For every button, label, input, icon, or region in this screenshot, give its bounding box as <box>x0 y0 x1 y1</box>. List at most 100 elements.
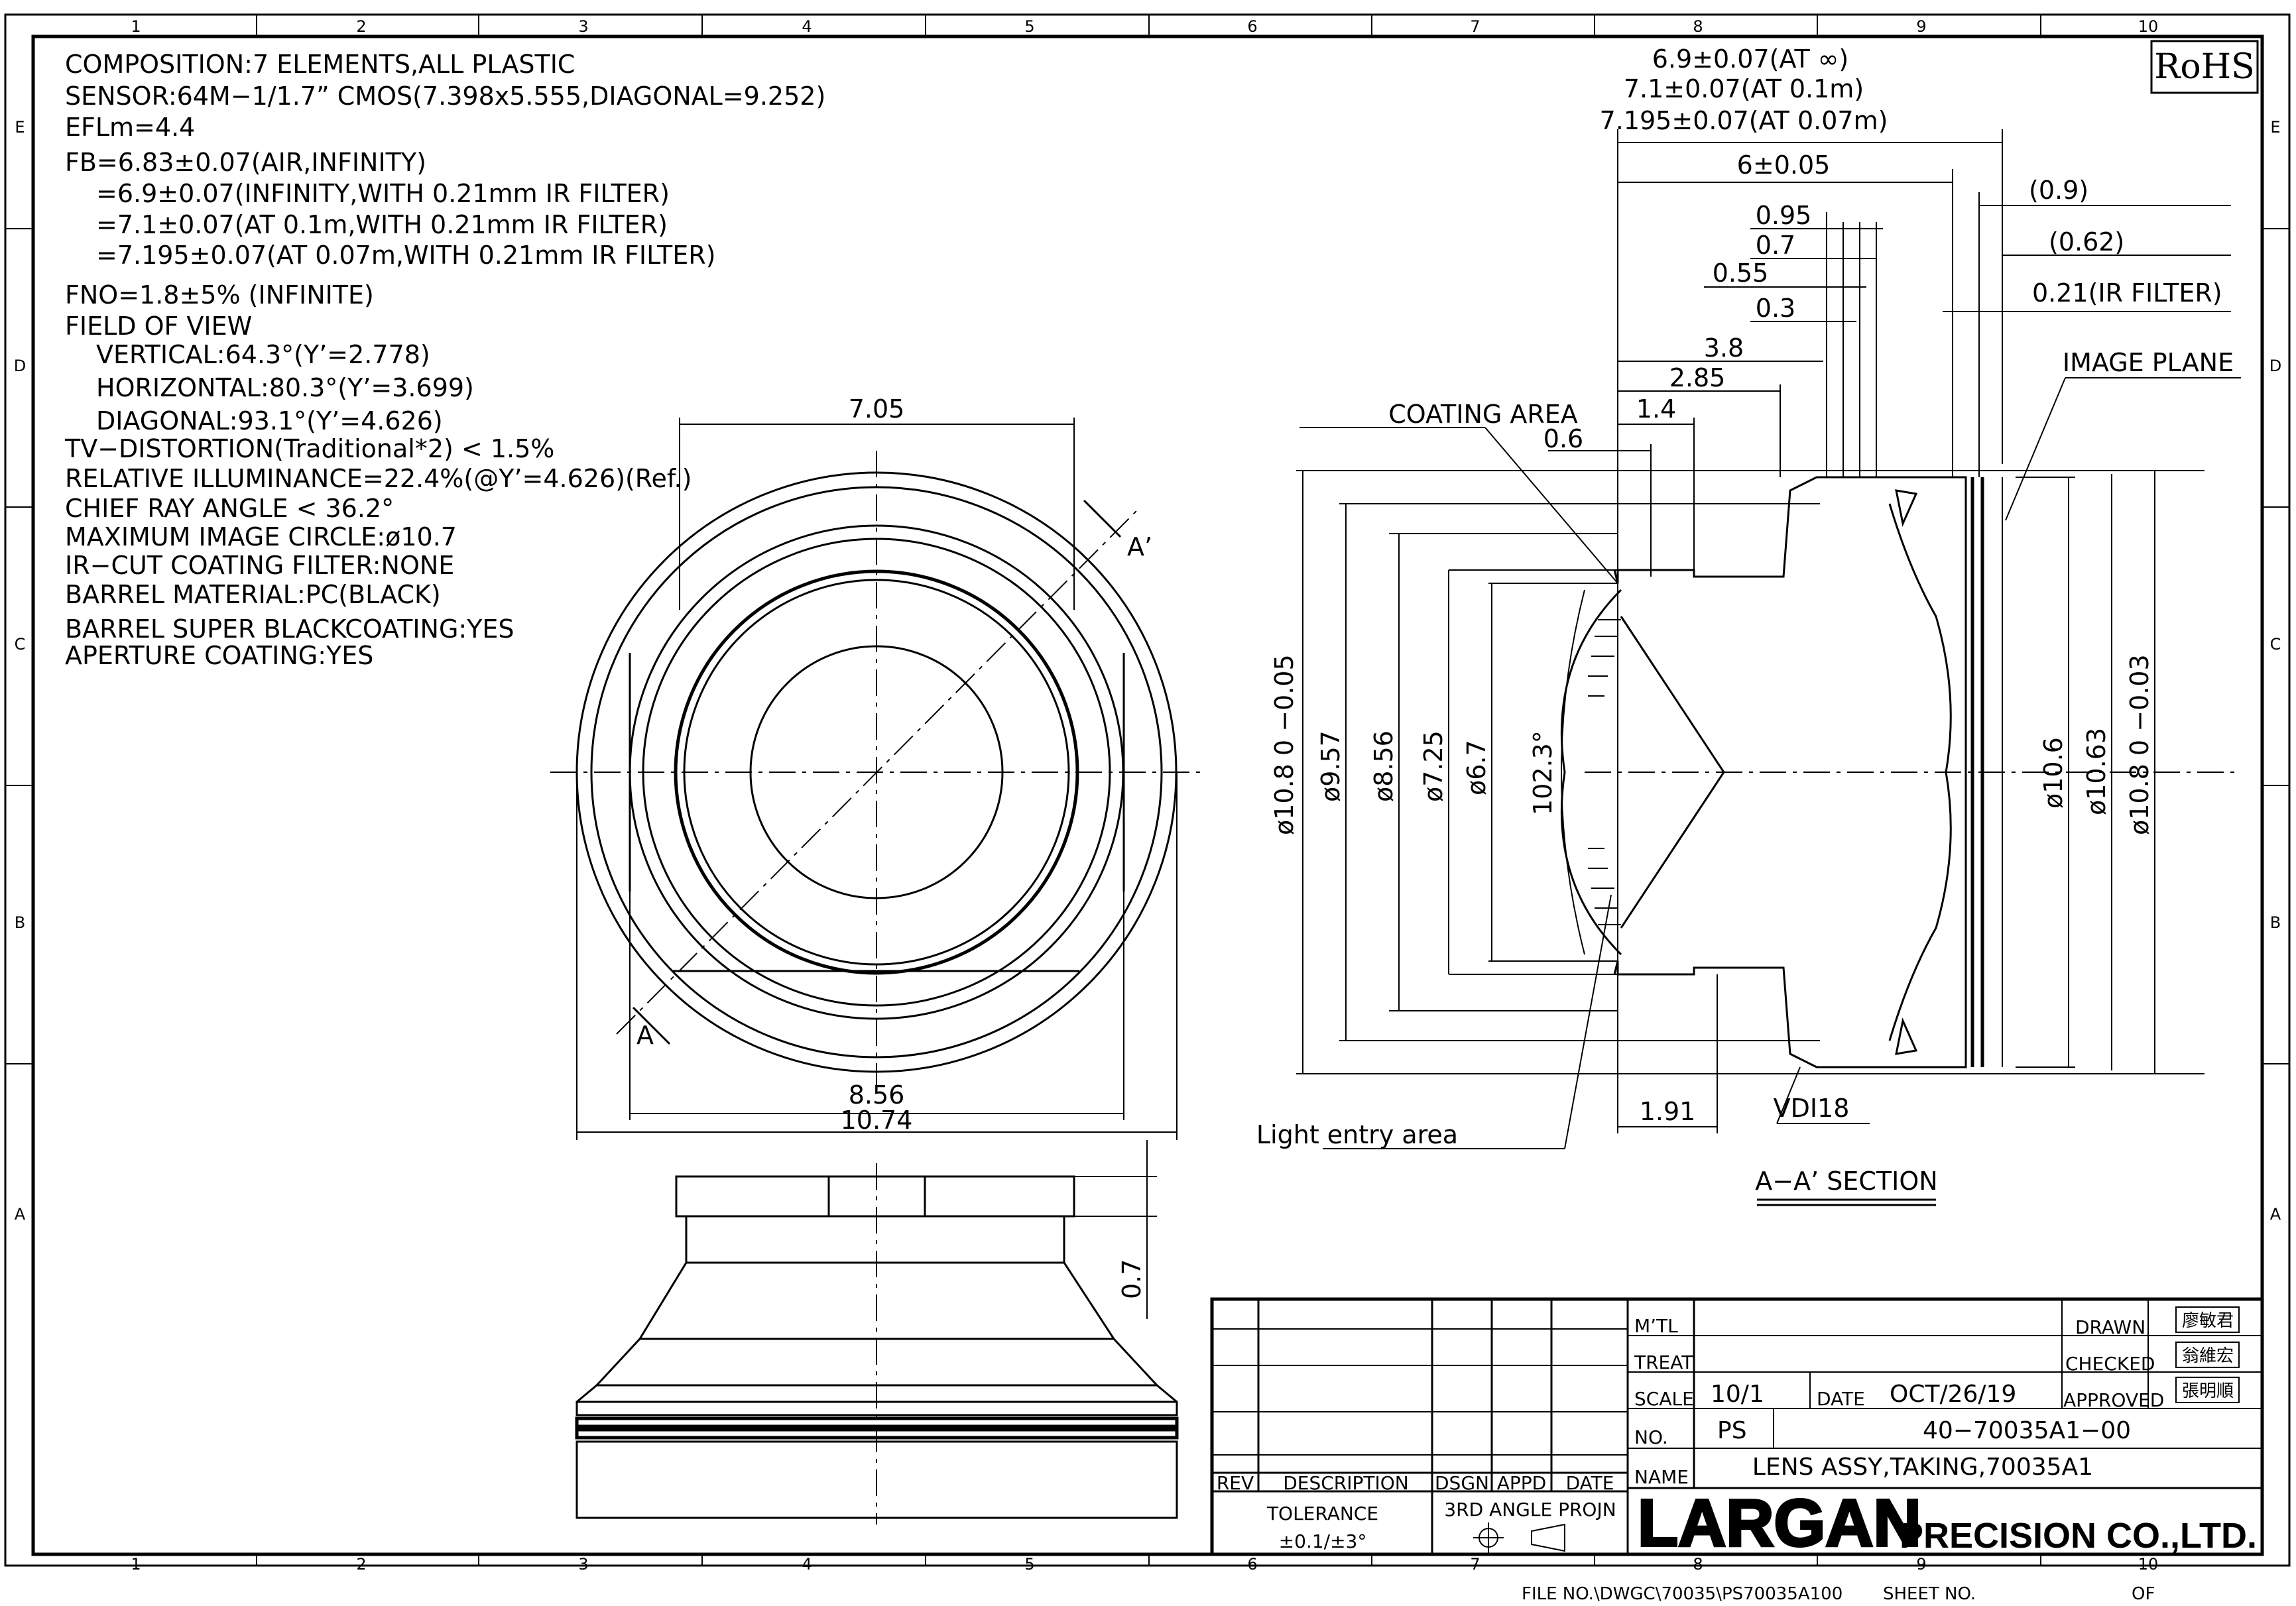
zone-col-9-top: 9 <box>1916 17 1926 36</box>
zone-row-c-right: C <box>2270 635 2281 654</box>
projection-cone-icon <box>1531 1523 1565 1552</box>
rohs-badge <box>2150 40 2259 94</box>
light-entry-label: Light entry area <box>1256 1120 1458 1149</box>
spec-line: =7.1±0.07(AT 0.1m,WITH 0.21mm IR FILTER) <box>96 210 668 239</box>
front-view: A A’ 7.05 8.56 10.74 <box>550 394 1203 1140</box>
section-mark-a: A <box>636 1021 654 1050</box>
file-no: FILE NO.\DWGC\70035\PS70035A100 <box>1522 1584 1843 1604</box>
dim-0-7: 0.7 <box>1117 1259 1146 1299</box>
signature-checked <box>2175 1342 2240 1368</box>
spec-line: TV−DISTORTION(Traditional*2) < 1.5% <box>64 434 554 463</box>
zone-col-7-top: 7 <box>1470 17 1480 36</box>
spec-line: COMPOSITION:7 ELEMENTS,ALL PLASTIC <box>65 50 575 79</box>
tb-tolerance: TOLERANCE <box>1266 1503 1378 1524</box>
section-mark-a-prime: A’ <box>1127 532 1152 561</box>
tb-projection: 3RD ANGLE PROJN <box>1444 1499 1616 1520</box>
company-name: PRECISION CO.,LTD. <box>1900 1516 2257 1556</box>
spec-line: FB=6.83±0.07(AIR,INFINITY) <box>65 148 426 177</box>
zone-col-2-bottom: 2 <box>356 1555 366 1574</box>
zone-row-c-left: C <box>15 635 26 654</box>
tb-date-value: OCT/26/19 <box>1890 1381 2016 1408</box>
section-title: A−A’ SECTION <box>1755 1167 1937 1196</box>
tb-no: NO. <box>1634 1426 1668 1448</box>
sheet-of: OF <box>2132 1584 2155 1604</box>
dim-6: 6±0.05 <box>1737 150 1831 180</box>
signature-drawn <box>2175 1306 2240 1333</box>
tb-scale-value: 10/1 <box>1711 1381 1764 1408</box>
zone-row-d-right: D <box>2269 357 2281 375</box>
spec-line: VERTICAL:64.3°(Y’=2.778) <box>96 340 430 369</box>
zone-row-b-left: B <box>15 913 25 932</box>
zone-col-1-bottom: 1 <box>131 1555 141 1574</box>
dia-10-6: ø10.6 <box>2039 737 2068 809</box>
title-block: REV DESCRIPTION DSGN APPD DATE TOLERANCE… <box>1210 1297 2264 1562</box>
signature-approved <box>2175 1377 2240 1403</box>
zone-col-9-bottom: 9 <box>1916 1555 1926 1574</box>
zone-col-8-bottom: 8 <box>1693 1555 1703 1574</box>
dia-8-56: ø8.56 <box>1369 730 1398 802</box>
tb-no-value: 40−70035A1−00 <box>1923 1417 2131 1444</box>
spec-line: SENSOR:64M−1/1.7” CMOS(7.398x5.555,DIAGO… <box>65 82 825 111</box>
dim-0-9: (0.9) <box>2029 176 2088 205</box>
section-view: 6.9±0.07(AT ∞) 7.1±0.07(AT 0.1m) 7.195±0… <box>1256 44 2241 1206</box>
spec-line: EFLm=4.4 <box>65 113 195 142</box>
tb-drawn-by: 廖敏君 <box>2182 1311 2234 1331</box>
zone-col-2-top: 2 <box>356 17 366 36</box>
column-zones: 1 2 3 4 5 6 7 8 9 10 1 2 3 4 5 6 7 8 9 1… <box>131 15 2158 1574</box>
spec-line: APERTURE COATING:YES <box>65 641 373 670</box>
image-plane-label: IMAGE PLANE <box>2063 348 2234 377</box>
tb-rev: REV <box>1217 1472 1254 1494</box>
tb-approved-by: 張明順 <box>2182 1381 2234 1401</box>
spec-line: =7.195±0.07(AT 0.07m,WITH 0.21mm IR FILT… <box>96 241 715 270</box>
dim-0-3: 0.3 <box>1756 294 1795 323</box>
zone-col-4-bottom: 4 <box>802 1555 812 1574</box>
inner-frame <box>31 34 2264 1556</box>
zone-row-d-left: D <box>14 357 26 375</box>
row-zones: E D C B A E D C B A <box>5 118 2289 1224</box>
dim-2-85: 2.85 <box>1669 363 1726 392</box>
rohs-text: RoHS <box>2154 47 2254 87</box>
tb-description: DESCRIPTION <box>1283 1472 1409 1494</box>
tb-checked: CHECKED <box>2065 1353 2155 1375</box>
spec-line: =6.9±0.07(INFINITY,WITH 0.21mm IR FILTER… <box>96 179 670 208</box>
tb-treat: TREAT <box>1634 1351 1693 1373</box>
zone-col-6-bottom: 6 <box>1247 1555 1257 1574</box>
tb-name-value: LENS ASSY,TAKING,70035A1 <box>1752 1454 2093 1481</box>
zone-col-5-top: 5 <box>1024 17 1034 36</box>
zone-col-8-top: 8 <box>1693 17 1703 36</box>
spec-line: BARREL MATERIAL:PC(BLACK) <box>65 580 441 609</box>
zone-col-1-top: 1 <box>131 17 141 36</box>
spec-line: RELATIVE ILLUMINANCE=22.4%(@Y’=4.626)(Re… <box>65 464 692 493</box>
dia-9-57: ø9.57 <box>1316 730 1345 802</box>
spec-line: FNO=1.8±5% (INFINITE) <box>65 280 374 310</box>
dim-1-91: 1.91 <box>1640 1097 1696 1126</box>
zone-col-3-top: 3 <box>578 17 588 36</box>
spec-line: CHIEF RAY ANGLE < 36.2° <box>65 494 394 523</box>
spec-line: MAXIMUM IMAGE CIRCLE:ø10.7 <box>65 522 457 551</box>
spec-line: IR−CUT COATING FILTER:NONE <box>65 551 454 580</box>
tb-mtl: M’TL <box>1634 1315 1678 1337</box>
dim-0-7-s: 0.7 <box>1756 231 1795 260</box>
zone-col-6-top: 6 <box>1247 17 1257 36</box>
zone-row-b-right: B <box>2270 913 2281 932</box>
dim-0-55: 0.55 <box>1713 258 1769 288</box>
spec-line: DIAGONAL:93.1°(Y’=4.626) <box>96 406 443 435</box>
side-view: 0.7 <box>575 1140 1179 1524</box>
zone-row-e-left: E <box>15 118 25 137</box>
dim-6-9: 6.9±0.07(AT ∞) <box>1652 44 1849 74</box>
sheet-no: SHEET NO. <box>1883 1584 1976 1604</box>
outer-frame <box>4 13 2291 1567</box>
tb-tolerance-value: ±0.1/±3° <box>1279 1530 1367 1552</box>
zone-row-a-right: A <box>2270 1205 2281 1224</box>
angle-102-3: 102.3° <box>1528 730 1557 815</box>
dim-7-195: 7.195±0.07(AT 0.07m) <box>1600 106 1888 135</box>
dim-3-8: 3.8 <box>1704 333 1744 363</box>
dia-10-8-left: ø10.8 0 −0.05 <box>1270 654 1299 835</box>
coating-area-label: COATING AREA <box>1388 400 1578 429</box>
dia-7-25: ø7.25 <box>1419 730 1448 802</box>
dim-8-56: 8.56 <box>849 1080 905 1110</box>
spec-notes: COMPOSITION:7 ELEMENTS,ALL PLASTIC SENSO… <box>64 50 825 670</box>
dia-10-63: ø10.63 <box>2082 728 2111 815</box>
tb-dsgn: DSGN <box>1435 1472 1489 1494</box>
